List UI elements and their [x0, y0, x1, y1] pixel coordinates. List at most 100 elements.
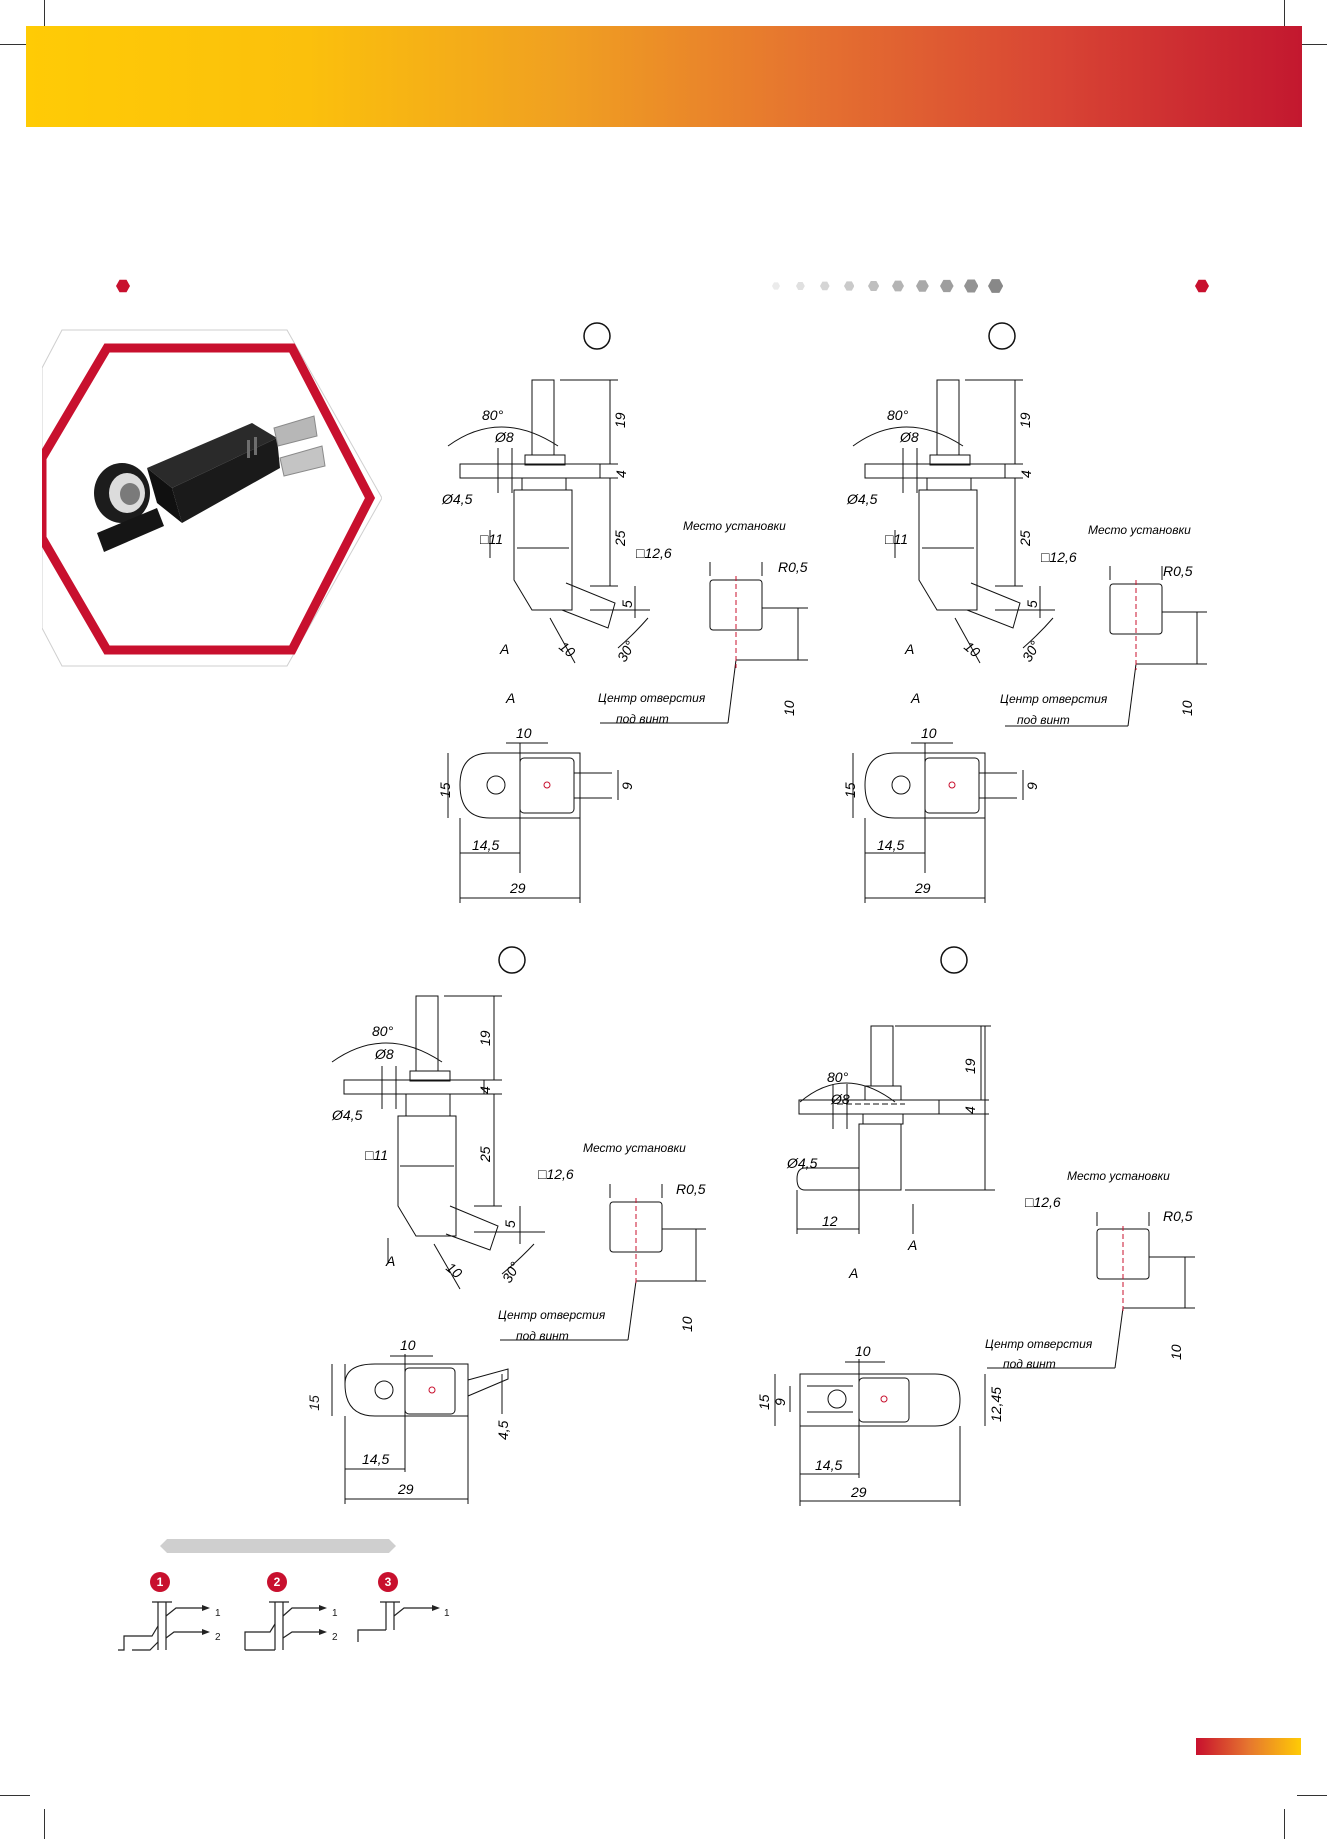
angle-label: 80°: [887, 407, 909, 423]
view-dim-10: 10: [400, 1337, 416, 1353]
progress-dot: [772, 282, 780, 290]
hole-center-line2: под винт: [516, 1329, 569, 1343]
mount-dim-10: 10: [679, 1316, 695, 1332]
progress-dot: [940, 279, 954, 293]
mount-title: Место установки: [1067, 1169, 1170, 1183]
mount-square: □12,6: [1025, 1194, 1061, 1210]
schematic-1: [118, 1572, 210, 1651]
mount-dim-10: 10: [1179, 700, 1195, 716]
mount-radius: R0,5: [676, 1181, 706, 1197]
hole-center-line2: под винт: [1017, 713, 1070, 727]
progress-dot: [868, 280, 880, 292]
schematic-1-out1: 1: [215, 1608, 221, 1619]
hole-small-label: Ø8: [494, 429, 514, 445]
hole-center-line1: Центр отверстия: [1000, 692, 1108, 706]
hole-center-line1: Центр отверстия: [985, 1337, 1093, 1351]
section-marker-left: [116, 279, 130, 293]
view-a-title: A: [910, 690, 920, 706]
progress-dots: [772, 279, 1004, 293]
progress-dot: [844, 281, 855, 291]
mount-title: Место установки: [683, 519, 786, 533]
dim-5: 5: [619, 600, 635, 608]
view-dim-9: 9: [772, 1398, 788, 1406]
dim-10: 10: [443, 1259, 465, 1281]
variant-circle: [988, 322, 1016, 350]
product-photo: [42, 329, 382, 667]
angle-label: 80°: [827, 1069, 849, 1085]
angle-label: 80°: [372, 1023, 394, 1039]
hole-center-line1: Центр отверстия: [598, 691, 706, 705]
view-dim-29: 29: [397, 1481, 414, 1497]
square-label: □11: [480, 531, 503, 547]
hole-center-line2: под винт: [616, 712, 669, 726]
view-a-title: A: [505, 690, 515, 706]
footer-accent-bar: [1196, 1738, 1301, 1755]
schematic-1-out2: 2: [215, 1632, 221, 1643]
mount-dim-10: 10: [1168, 1344, 1184, 1360]
view-a-title: A: [848, 1265, 858, 1281]
crop-mark: [1284, 1809, 1285, 1839]
view-dim-15: 15: [756, 1394, 772, 1410]
section-marker-right: [1195, 279, 1209, 293]
view-dim-14-5: 14,5: [815, 1457, 842, 1473]
angled-terminal: [561, 582, 616, 629]
view-dim-14-5: 14,5: [362, 1451, 389, 1467]
plunger: [531, 379, 555, 456]
hole-large-label: Ø4,5: [846, 491, 878, 507]
crop-mark: [0, 44, 30, 45]
view-dim-29: 29: [850, 1484, 867, 1500]
mount-title: Место установки: [583, 1141, 686, 1155]
dim-5: 5: [502, 1220, 518, 1228]
schematic-2-out1: 1: [332, 1608, 338, 1619]
crop-mark: [1284, 0, 1285, 30]
dim-25: 25: [1017, 530, 1033, 547]
schematic-3: [357, 1572, 440, 1642]
schematic-1-number: 1: [156, 1575, 164, 1589]
header-band: [26, 26, 1302, 127]
angle-label: 80°: [482, 407, 504, 423]
view-a-arrow: A: [904, 641, 914, 657]
schematic-3-number: 3: [384, 1575, 392, 1589]
crop-mark: [44, 1809, 45, 1839]
view-dim-29: 29: [509, 880, 526, 896]
view-dim-9: 9: [1024, 782, 1040, 790]
mount-title: Место установки: [1088, 523, 1191, 537]
mount-square: □12,6: [636, 545, 672, 561]
dim-19: 19: [612, 412, 628, 428]
view-a-arrow: A: [499, 641, 509, 657]
schematic-2: [244, 1572, 327, 1651]
dim-10: 10: [556, 638, 578, 660]
switch-body: [513, 489, 573, 611]
view-dim-15: 15: [440, 782, 453, 798]
contact-schematics: [118, 1572, 440, 1651]
hole-small-label: Ø8: [374, 1046, 394, 1062]
crop-mark: [1297, 44, 1327, 45]
progress-dot: [892, 280, 904, 292]
hole-large-label: Ø4,5: [331, 1107, 363, 1123]
crop-mark: [1297, 1795, 1327, 1796]
view-dim-12-45: 12,45: [988, 1387, 1004, 1422]
photo-frame-outline: [42, 329, 382, 667]
view-a-arrow: A: [907, 1237, 917, 1253]
schematic-2-number: 2: [273, 1575, 281, 1589]
angle-30: 30°: [1019, 638, 1044, 665]
dim-4: 4: [613, 470, 629, 478]
dim-4: 4: [1018, 470, 1034, 478]
dim-10: 10: [961, 638, 983, 660]
view-dim-10: 10: [855, 1343, 871, 1359]
hole-large-label: Ø4,5: [786, 1155, 818, 1171]
view-dim-9: 9: [619, 782, 635, 790]
dim-25: 25: [612, 530, 628, 547]
view-dim-14-5: 14,5: [877, 837, 904, 853]
drawing3-dim-15: 15: [305, 1395, 322, 1411]
schematic-2-out2: 2: [332, 1632, 338, 1643]
technical-drawing-3: 80° Ø8 Ø4,5 □11 19 4 25 5 10 30° A Место…: [331, 946, 706, 1504]
mount-dim-10: 10: [781, 700, 797, 716]
angle-30: 30°: [499, 1259, 524, 1286]
dim-19: 19: [962, 1058, 978, 1074]
square-label: □11: [885, 531, 908, 547]
dim-4: 4: [477, 1086, 493, 1094]
progress-dot: [916, 280, 929, 292]
variant-circle: [498, 946, 526, 974]
mount-square: □12,6: [1041, 549, 1077, 565]
